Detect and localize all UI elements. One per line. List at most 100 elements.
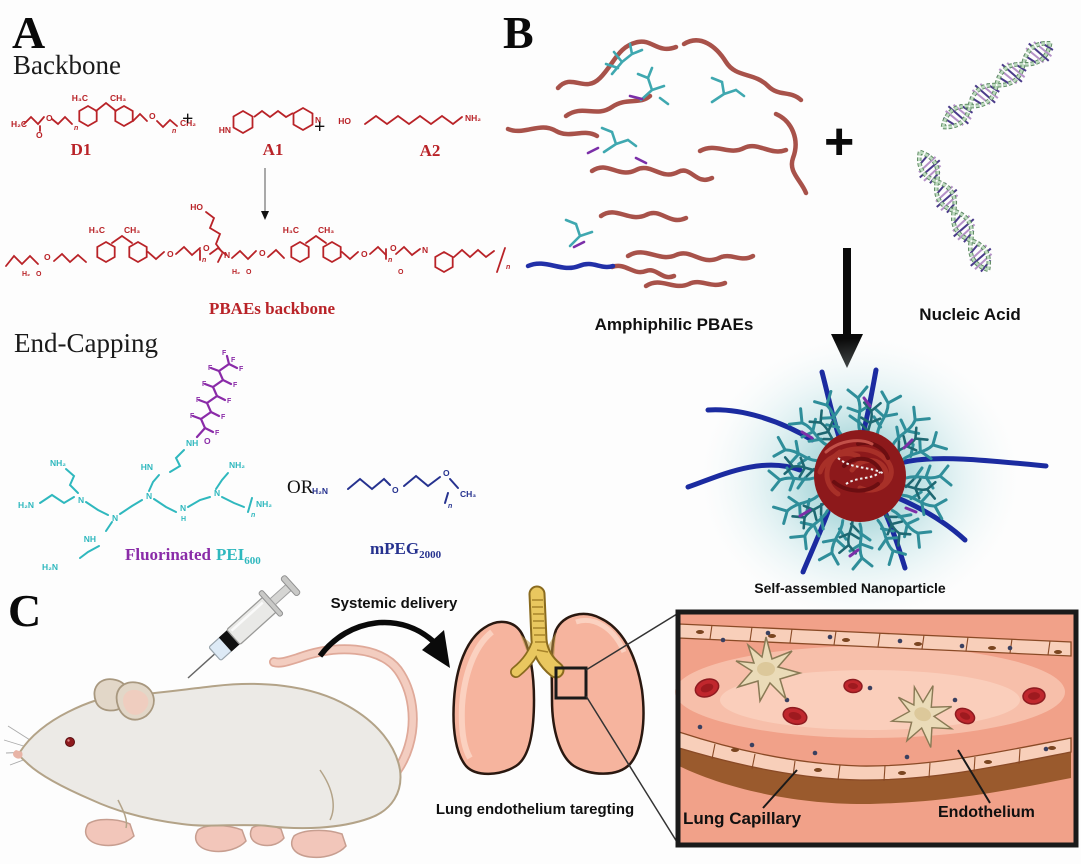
capillary-wall-brown — [679, 736, 1071, 805]
plus-sign-1: + — [182, 108, 194, 130]
lung-target-label: Lung endothelium taregting — [435, 801, 635, 818]
mouse-leg-lines — [117, 769, 334, 829]
atom-label: H₂N — [312, 486, 328, 496]
atom-label: n — [251, 512, 255, 519]
atom-label: HN — [141, 462, 153, 472]
pei-subscript: 600 — [244, 555, 261, 567]
a1-structure: HN N — [219, 106, 321, 135]
plus-sign-2: + — [314, 116, 326, 138]
syringe-icon — [187, 575, 301, 679]
atom-label: F — [202, 381, 207, 388]
endothelium-label: Endothelium — [938, 804, 1035, 821]
atom-label: H₃C — [89, 225, 105, 235]
amphiphilic-pbae-network — [505, 38, 809, 289]
atom-label: F — [231, 357, 236, 364]
lung-capillary-label: Lung Capillary — [683, 809, 802, 828]
atom-label: N — [214, 488, 220, 498]
atom-label: CH₃ — [460, 489, 476, 499]
endothelium-band-top — [678, 623, 1072, 657]
capillary-inset — [675, 609, 1079, 848]
inset-border — [675, 609, 1079, 848]
trachea — [510, 585, 565, 679]
nanoparticle-specks — [697, 630, 1049, 760]
dna-helix-1 — [935, 33, 1058, 137]
mpeg-word: mPEG — [370, 539, 420, 558]
fluorinated-chain: F F F F F F F F F F F O — [190, 350, 244, 446]
atom-label: n — [448, 503, 452, 510]
atom-label: O — [361, 249, 368, 259]
atom-label: H₃C — [72, 93, 88, 103]
zoom-square — [554, 666, 588, 700]
atom-label: CH₃ — [110, 93, 126, 103]
atom-label: H₂ — [22, 271, 30, 278]
mouse-ears — [93, 678, 155, 721]
atom-label: NH₂ — [50, 458, 66, 468]
mouse-body — [18, 682, 402, 830]
mouse-feet — [84, 818, 347, 859]
inset-pointer-lines — [762, 749, 991, 809]
mpeg-structure: H₂N O O CH₃ n — [312, 468, 476, 510]
atom-label: NH — [186, 438, 198, 448]
mpeg-subscript: 2000 — [419, 549, 442, 561]
atom-label: n — [506, 264, 510, 271]
atom-label: CH₃ — [124, 225, 140, 235]
mouse-tail — [269, 644, 418, 805]
pbae-backbone-structure: O H₂ O H₃C CH₃ O n O HO N H₂ O O H₃C CH₃… — [5, 202, 510, 278]
nanoparticle-core — [814, 430, 906, 522]
atom-label: F — [233, 382, 238, 389]
d1-label: D1 — [70, 140, 92, 159]
curved-arrow-icon — [317, 619, 450, 668]
panel-a-letter: A — [12, 7, 46, 58]
atom-label: HO — [338, 116, 351, 126]
atom-label: O — [149, 111, 156, 121]
atom-label: NH₂ — [256, 499, 272, 509]
atom-label: O — [398, 269, 404, 276]
atom-label: HO — [190, 202, 203, 212]
atom-label: N — [146, 491, 152, 501]
nanoparticle-label: Self-assembled Nanoparticle — [754, 580, 946, 596]
a2-structure: HO NH₂ — [338, 113, 481, 126]
d1-structure: H₂C O O n H₃C CH₃ O n CH₂ — [11, 93, 196, 140]
atom-label: H₃C — [283, 225, 299, 235]
right-lung-lobe — [550, 612, 645, 775]
nucleic-acid-label: Nucleic Acid — [919, 305, 1021, 324]
reaction-arrow-icon — [261, 168, 269, 220]
backbone-heading: Backbone — [13, 50, 121, 80]
mouse-eye — [65, 737, 75, 747]
atom-label: O — [246, 269, 252, 276]
atom-label: N — [112, 513, 118, 523]
atom-label: HN — [219, 125, 231, 135]
amphiphilic-label: Amphiphilic PBAEs — [594, 315, 754, 334]
atom-label: O — [443, 468, 450, 478]
atom-label: F — [190, 413, 195, 420]
atom-label: H — [181, 516, 186, 523]
atom-label: H₂C — [11, 119, 27, 129]
atom-label: F — [221, 414, 226, 421]
mouse-nose — [13, 750, 23, 759]
atom-label: H₂ — [232, 269, 240, 276]
atom-label: O — [44, 252, 51, 262]
atom-label: O — [46, 113, 53, 123]
atom-label: H₂N — [42, 562, 58, 572]
atom-label: O — [203, 243, 210, 253]
panel-b-letter: B — [503, 7, 534, 58]
nanoparticle — [685, 367, 1049, 575]
nanoparticle-purple-flecks — [798, 396, 918, 558]
atom-label: N — [180, 503, 186, 513]
atom-label: CH₂ — [180, 118, 196, 128]
atom-label: NH₂ — [465, 113, 481, 123]
atom-label: O — [36, 130, 43, 140]
atom-label: O — [36, 271, 42, 278]
atom-label: n — [172, 128, 176, 135]
atom-label: n — [74, 125, 78, 132]
lungs-illustration — [452, 585, 645, 776]
atom-label: N — [78, 495, 84, 505]
atom-label: F — [222, 350, 227, 357]
red-blood-cells — [694, 678, 1046, 726]
atom-label: O — [259, 248, 266, 258]
atom-label: O — [390, 243, 397, 253]
atom-label: F — [196, 397, 201, 404]
atom-label: O — [204, 436, 211, 446]
